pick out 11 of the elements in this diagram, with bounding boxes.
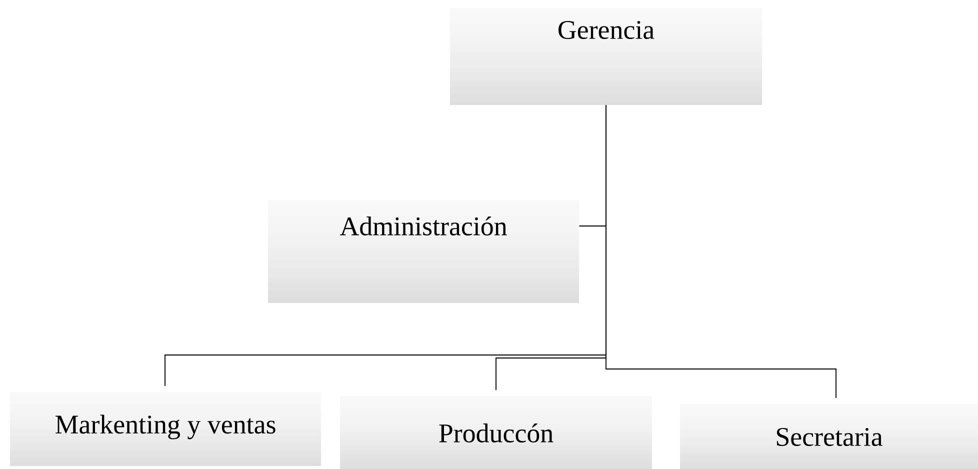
- node-label: Gerencia: [558, 20, 654, 40]
- org-box: Administración: [268, 200, 579, 303]
- node-label: Produccón: [439, 423, 554, 442]
- node-label: Administración: [340, 216, 507, 236]
- org-box: Secretaria: [680, 404, 978, 469]
- org-box: Markenting y ventas: [10, 392, 321, 466]
- node-label: Markenting y ventas: [56, 414, 276, 440]
- node-label: Secretaria: [776, 428, 883, 446]
- org-box: Gerencia: [450, 8, 762, 105]
- org-box: Produccón: [340, 396, 652, 469]
- connector-line: [606, 104, 836, 398]
